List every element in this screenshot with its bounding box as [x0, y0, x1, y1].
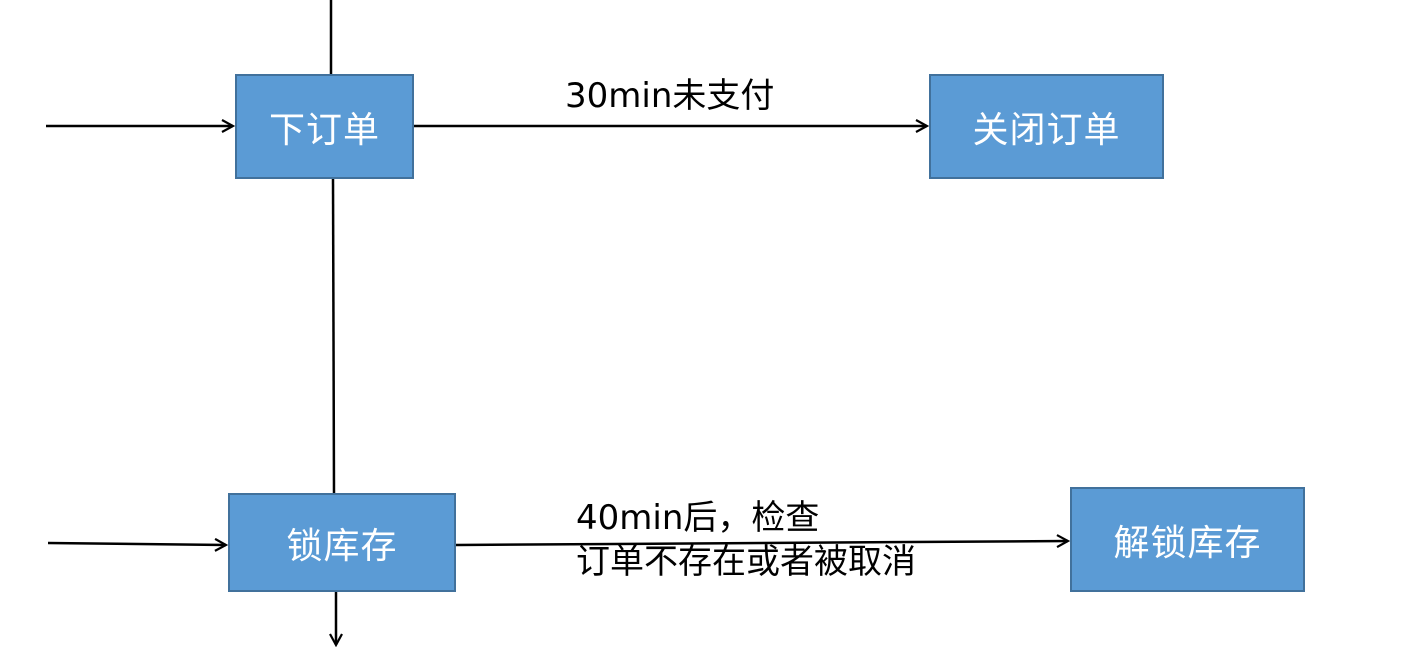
stock-check-text-line2: 订单不存在或者被取消	[576, 542, 916, 582]
order-timeout-edge-label: 30min未支付	[565, 74, 774, 118]
place-order-label: 下订单	[268, 109, 380, 151]
order-timeout-text: 30min未支付	[565, 76, 775, 116]
close-order-node: 关闭订单	[929, 74, 1164, 179]
unlock-stock-label: 解锁库存	[1113, 522, 1262, 564]
order-to-stock-line	[331, 178, 336, 494]
stock-check-text-line1: 40min后，检查	[576, 498, 820, 538]
unlock-stock-node: 解锁库存	[1070, 487, 1305, 592]
place-order-node: 下订单	[235, 74, 414, 179]
close-order-label: 关闭订单	[972, 109, 1121, 151]
stock-check-edge-label: 40min后，检查 订单不存在或者被取消	[576, 496, 916, 584]
lock-stock-label: 锁库存	[286, 525, 398, 567]
stock-check-arrow	[455, 541, 1068, 545]
incoming-stock-arrow	[47, 543, 226, 545]
lock-stock-node: 锁库存	[228, 493, 456, 592]
